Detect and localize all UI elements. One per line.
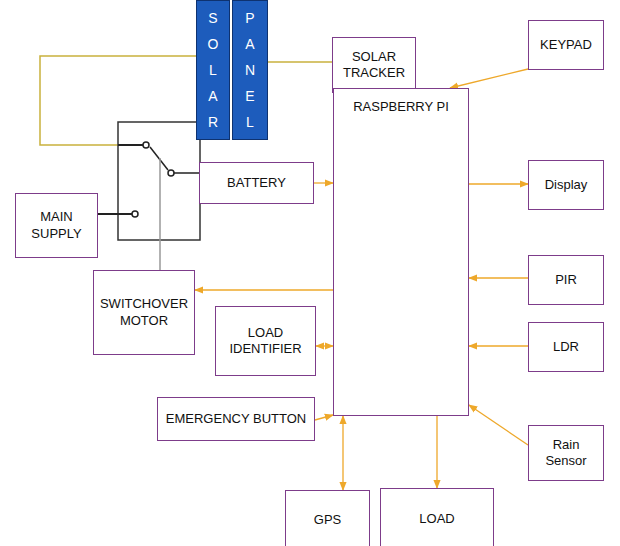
supply-box: MAIN SUPPLY <box>15 193 98 258</box>
motor-linkage <box>159 158 161 270</box>
signal-arrow <box>314 182 333 183</box>
signal-arrow <box>195 289 333 290</box>
tracker-box: SOLAR TRACKER <box>332 37 416 93</box>
box-label: BATTERY <box>227 175 286 191</box>
signal-arrow <box>469 183 528 184</box>
load-box: LOAD <box>380 488 494 546</box>
signal-arrow <box>436 416 437 488</box>
main-supply-wire <box>98 213 132 215</box>
output-box: Display <box>528 160 604 210</box>
box-label: PIR <box>555 272 577 288</box>
box-label: LOAD IDENTIFIER <box>221 325 310 358</box>
motor-box: SWITCHOVER MOTOR <box>93 270 195 355</box>
input-box: KEYPAD <box>528 20 604 70</box>
sensor-box: LDR <box>528 322 604 372</box>
signal-arrow <box>469 345 528 346</box>
signal-arrow <box>469 405 528 445</box>
box-label: SOLAR TRACKER <box>338 49 410 82</box>
switch-contact <box>143 142 149 148</box>
identifier-box: LOAD IDENTIFIER <box>215 306 316 376</box>
switch-contact <box>132 211 138 217</box>
box-label: MAIN SUPPLY <box>21 209 92 242</box>
box-label: EMERGENCY BUTTON <box>166 411 306 427</box>
signal-arrow <box>469 277 528 278</box>
tracker-link <box>268 61 332 63</box>
box-label: Rain Sensor <box>534 437 598 470</box>
signal-arrow <box>450 69 528 88</box>
signal-arrow <box>315 415 333 420</box>
switch-housing <box>118 122 200 240</box>
sensor-box: PIR <box>528 255 604 305</box>
panel-letters: SOLAR <box>206 5 220 135</box>
signal-arrow <box>342 416 343 490</box>
switch-contact-wire <box>118 144 143 146</box>
box-label: LDR <box>553 339 579 355</box>
box-label: Display <box>545 177 588 193</box>
box-label: LOAD <box>419 511 454 527</box>
solar-panel: SOLAR <box>196 0 230 140</box>
signal-arrow <box>316 345 333 346</box>
power-box: BATTERY <box>199 162 314 204</box>
panel-letters: PANEL <box>243 5 257 135</box>
sensor-box: Rain Sensor <box>528 425 604 481</box>
box-label: SWITCHOVER MOTOR <box>99 296 189 329</box>
solar-panel: PANEL <box>232 0 268 140</box>
box-label: RASPBERRY PI <box>353 99 449 115</box>
box-label: GPS <box>314 512 341 528</box>
battery-wire <box>174 172 199 174</box>
switch-lever <box>150 147 168 170</box>
switch-pivot <box>168 170 174 176</box>
button-box: EMERGENCY BUTTON <box>157 397 315 441</box>
box-label: KEYPAD <box>540 37 592 53</box>
controller-box: RASPBERRY PI <box>333 88 469 416</box>
module-box: GPS <box>285 490 370 546</box>
